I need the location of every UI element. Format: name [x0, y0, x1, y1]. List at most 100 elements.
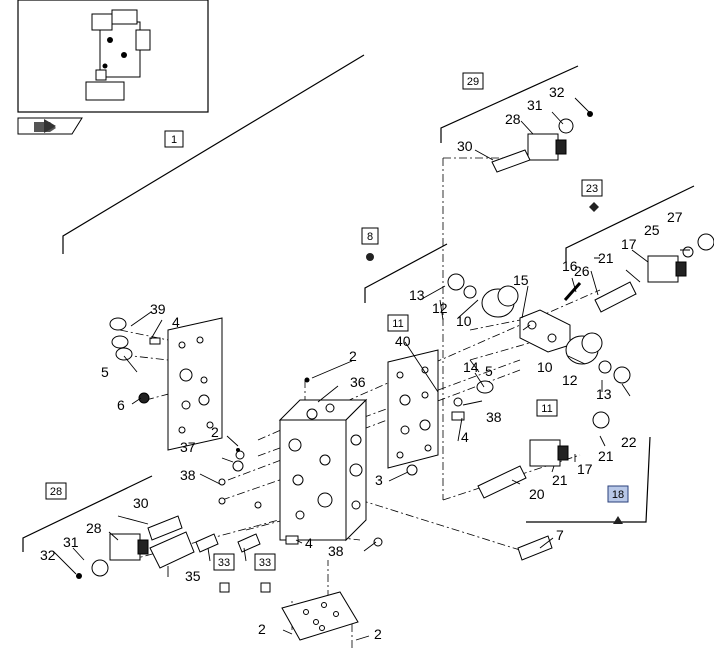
callout-3[interactable]: 3: [375, 472, 383, 488]
bottom-cover-plate[interactable]: [281, 591, 359, 641]
nut-27[interactable]: [697, 233, 714, 251]
screw-2-top[interactable]: [304, 377, 310, 383]
callout-31-lower[interactable]: 31: [63, 534, 79, 550]
solenoid-28-lower[interactable]: [109, 533, 149, 561]
callout-27[interactable]: 27: [667, 209, 683, 225]
fitting-4-low[interactable]: [285, 535, 299, 545]
callout-15[interactable]: 15: [513, 272, 529, 288]
nut-22[interactable]: [592, 411, 610, 429]
callout-14[interactable]: 14: [463, 359, 479, 375]
callout-30-lower[interactable]: 30: [133, 495, 149, 511]
inset-preview[interactable]: [17, 0, 209, 113]
callout-13-upper[interactable]: 13: [409, 287, 425, 303]
nut-13-lower[interactable]: [613, 366, 631, 384]
coil-10-upper[interactable]: [481, 285, 519, 318]
callout-38-bottom[interactable]: 38: [328, 543, 344, 559]
plug-3[interactable]: [406, 464, 418, 476]
ref-box-18[interactable]: 18: [607, 485, 629, 503]
callout-38-right[interactable]: 38: [486, 409, 502, 425]
solenoid-17-lower[interactable]: [529, 439, 569, 467]
cartridge-30-upper[interactable]: [491, 149, 531, 173]
callout-2-plate-left[interactable]: 2: [258, 621, 266, 637]
washers-37-38[interactable]: [218, 448, 383, 547]
oring-12-upper[interactable]: [463, 285, 477, 299]
ref-box-8[interactable]: 8: [361, 227, 379, 245]
cartridge-30-lower[interactable]: [147, 515, 183, 541]
nut-31-lower[interactable]: [91, 559, 109, 577]
plug-38-right[interactable]: [453, 397, 463, 407]
callout-17-upper[interactable]: 17: [621, 236, 637, 252]
cartridge-7[interactable]: [517, 535, 553, 561]
plug-33-left[interactable]: [195, 533, 219, 553]
callout-25[interactable]: 25: [644, 222, 660, 238]
callout-16[interactable]: 16: [562, 258, 578, 274]
pin-16[interactable]: [563, 282, 582, 301]
ref-box-11-lower[interactable]: 11: [536, 399, 558, 417]
ref-box-33-right[interactable]: 33: [254, 553, 276, 571]
callout-12-upper[interactable]: 12: [432, 300, 448, 316]
ref-box-29[interactable]: 29: [462, 72, 484, 90]
callout-32-upper[interactable]: 32: [549, 84, 565, 100]
callout-32-lower[interactable]: 32: [40, 547, 56, 563]
central-valve-body[interactable]: [519, 309, 571, 353]
callout-17-lower[interactable]: 17: [577, 461, 593, 477]
callout-21-right[interactable]: 21: [598, 448, 614, 464]
callout-26[interactable]: 26: [574, 263, 590, 279]
callout-40[interactable]: 40: [395, 333, 411, 349]
solenoid-28-upper[interactable]: [527, 133, 567, 161]
nut-13-upper[interactable]: [447, 273, 465, 291]
callout-12-lower[interactable]: 12: [562, 372, 578, 388]
callout-31-upper[interactable]: 31: [527, 97, 543, 113]
callout-28-upper[interactable]: 28: [505, 111, 521, 127]
ref-box-1[interactable]: 1: [164, 130, 184, 148]
callout-38-left[interactable]: 38: [180, 467, 196, 483]
callout-21-upper[interactable]: 21: [598, 250, 614, 266]
callout-39[interactable]: 39: [150, 301, 166, 317]
ref-box-33-left[interactable]: 33: [213, 553, 235, 571]
inset-nav-tab[interactable]: [17, 117, 83, 135]
callout-5-right[interactable]: 5: [485, 363, 493, 379]
callout-2-plate-right[interactable]: 2: [374, 626, 382, 642]
cartridge-20[interactable]: [477, 465, 527, 499]
callout-36[interactable]: 36: [350, 374, 366, 390]
callout-10-lower[interactable]: 10: [537, 359, 553, 375]
oring-25[interactable]: [682, 246, 694, 258]
callout-10-upper[interactable]: 10: [456, 313, 472, 329]
solenoid-17-upper[interactable]: [647, 255, 687, 283]
callout-6[interactable]: 6: [117, 397, 125, 413]
callout-4-bottom[interactable]: 4: [305, 535, 313, 551]
coil-10-lower[interactable]: [565, 332, 603, 365]
screw-32-upper[interactable]: [587, 111, 593, 117]
screw-32-lower[interactable]: [76, 573, 82, 579]
bolts-39[interactable]: [109, 317, 133, 361]
callout-4-mid[interactable]: 4: [461, 429, 469, 445]
plug-5-right[interactable]: [476, 380, 494, 394]
callout-20[interactable]: 20: [529, 486, 545, 502]
ref-box-11-upper[interactable]: 11: [387, 314, 409, 332]
fitting-4-left[interactable]: [149, 337, 161, 345]
plug-6[interactable]: [138, 392, 150, 404]
oring-12-lower[interactable]: [598, 360, 612, 374]
valve-block[interactable]: [278, 398, 368, 542]
gasket-plate-left[interactable]: [167, 317, 223, 451]
ref-box-28[interactable]: 28: [45, 482, 67, 500]
cartridge-35[interactable]: [149, 531, 195, 569]
callout-2-block[interactable]: 2: [349, 348, 357, 364]
callout-28-lower[interactable]: 28: [86, 520, 102, 536]
callout-21-lower[interactable]: 21: [552, 472, 568, 488]
callout-13-lower[interactable]: 13: [596, 386, 612, 402]
callout-30-upper[interactable]: 30: [457, 138, 473, 154]
cartridge-26[interactable]: [594, 281, 637, 313]
callout-4-left[interactable]: 4: [172, 314, 180, 330]
fitting-4-mid[interactable]: [451, 411, 465, 421]
callout-5-left[interactable]: 5: [101, 364, 109, 380]
callout-37[interactable]: 37: [180, 439, 196, 455]
callout-22[interactable]: 22: [621, 434, 637, 450]
callout-35[interactable]: 35: [185, 568, 201, 584]
callout-2-washer[interactable]: 2: [211, 424, 219, 440]
nut-31-upper[interactable]: [558, 118, 574, 134]
ref-box-23[interactable]: 23: [581, 179, 603, 197]
plug-33-right[interactable]: [237, 533, 261, 553]
gasket-plate-right[interactable]: [387, 349, 439, 469]
callout-7[interactable]: 7: [556, 527, 564, 543]
